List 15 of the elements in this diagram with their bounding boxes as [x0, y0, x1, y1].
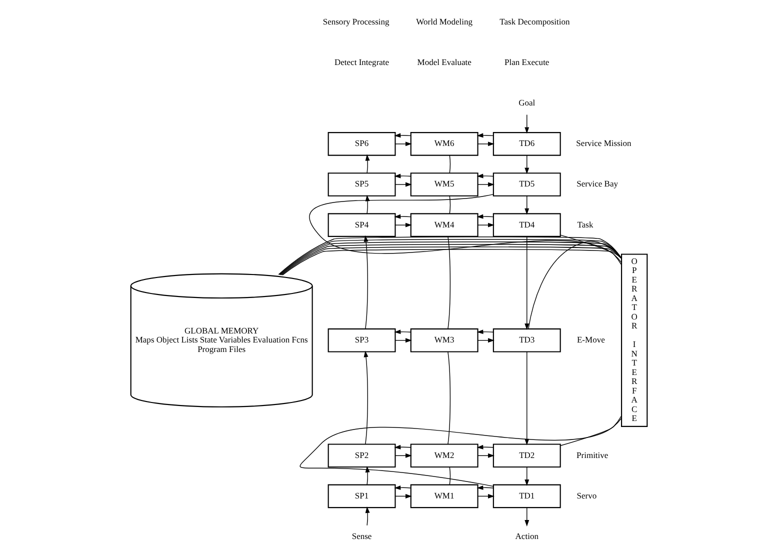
node-text: Sense [351, 530, 372, 541]
label: World Modeling [416, 16, 472, 26]
node-label: Service Mission [576, 138, 631, 148]
node-label: Service Bay [576, 178, 618, 189]
node-label: E-Move [576, 334, 604, 345]
node-text: Action [514, 530, 538, 541]
label: Sensory Processing [322, 16, 389, 26]
node-label: Primitive [576, 450, 608, 460]
node-text: Goal [518, 98, 535, 108]
node-label: Task [576, 219, 593, 230]
label: Plan Execute [504, 57, 549, 68]
label: Detect Integrate [334, 57, 389, 68]
node-label: Servo [576, 490, 596, 500]
label: Model Evaluate [416, 57, 471, 68]
label: Task Decomposition [499, 16, 570, 26]
